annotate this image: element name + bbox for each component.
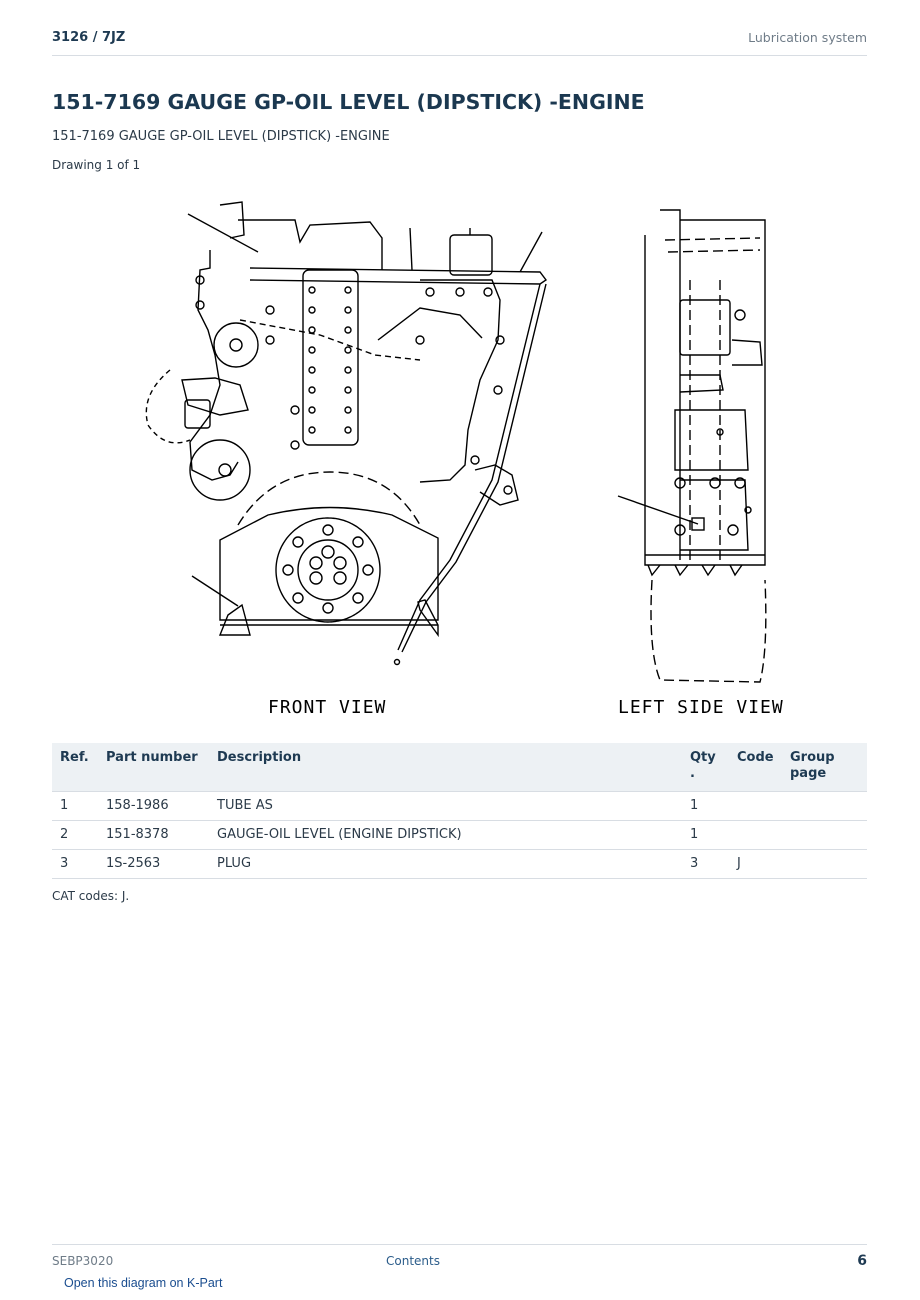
- col-group-page: Group page: [782, 743, 867, 792]
- contents-link[interactable]: Contents: [386, 1254, 440, 1268]
- cat-codes-note: CAT codes: J.: [52, 889, 130, 903]
- col-ref: Ref.: [52, 743, 98, 792]
- cell-ref: 1: [52, 791, 98, 821]
- table-header-row: Ref. Part number Description Qty . Code …: [52, 743, 867, 792]
- col-part-number: Part number: [98, 743, 209, 792]
- drawing-count: Drawing 1 of 1: [52, 158, 141, 172]
- left-side-view-label: LEFT SIDE VIEW: [618, 697, 784, 718]
- cell-description: PLUG: [209, 849, 682, 879]
- cell-part-number[interactable]: 158-1986: [98, 791, 209, 821]
- cell-ref: 3: [52, 849, 98, 879]
- page-footer: SEBP3020 Contents 6: [52, 1244, 867, 1276]
- col-code: Code: [729, 743, 782, 792]
- cell-code: [729, 791, 782, 821]
- parts-diagram[interactable]: FRONT VIEW LEFT SIDE VIEW: [120, 180, 800, 725]
- cell-ref: 2: [52, 820, 98, 850]
- document-number: SEBP3020: [52, 1254, 114, 1268]
- cell-group-page: [782, 791, 867, 821]
- table-row: 2 151-8378 GAUGE-OIL LEVEL (ENGINE DIPST…: [52, 820, 867, 850]
- table-row: 1 158-1986 TUBE AS 1: [52, 791, 867, 821]
- cell-qty: 3: [682, 849, 729, 879]
- cell-description: TUBE AS: [209, 791, 682, 821]
- section-label: Lubrication system: [748, 30, 867, 45]
- cell-group-page: [782, 849, 867, 879]
- cell-qty: 1: [682, 791, 729, 821]
- cell-description: GAUGE-OIL LEVEL (ENGINE DIPSTICK): [209, 820, 682, 850]
- cell-code: [729, 820, 782, 850]
- left-side-view-drawing: [617, 209, 767, 683]
- cell-part-number[interactable]: 151-8378: [98, 820, 209, 850]
- cell-code: J: [729, 849, 782, 879]
- table-row: 3 1S-2563 PLUG 3 J: [52, 849, 867, 879]
- front-view-drawing: [145, 201, 548, 666]
- page-number: 6: [857, 1253, 867, 1269]
- page-subtitle: 151-7169 GAUGE GP-OIL LEVEL (DIPSTICK) -…: [52, 129, 390, 144]
- col-qty: Qty .: [682, 743, 729, 792]
- open-kpart-link[interactable]: Open this diagram on K-Part: [64, 1276, 223, 1290]
- page-title: 151-7169 GAUGE GP-OIL LEVEL (DIPSTICK) -…: [52, 90, 645, 114]
- cell-part-number[interactable]: 1S-2563: [98, 849, 209, 879]
- page-header: 3126 / 7JZ Lubrication system: [52, 28, 867, 56]
- cell-group-page: [782, 820, 867, 850]
- parts-table: Ref. Part number Description Qty . Code …: [52, 743, 867, 879]
- cell-qty: 1: [682, 820, 729, 850]
- front-view-label: FRONT VIEW: [268, 697, 386, 718]
- col-description: Description: [209, 743, 682, 792]
- model-label: 3126 / 7JZ: [52, 30, 126, 45]
